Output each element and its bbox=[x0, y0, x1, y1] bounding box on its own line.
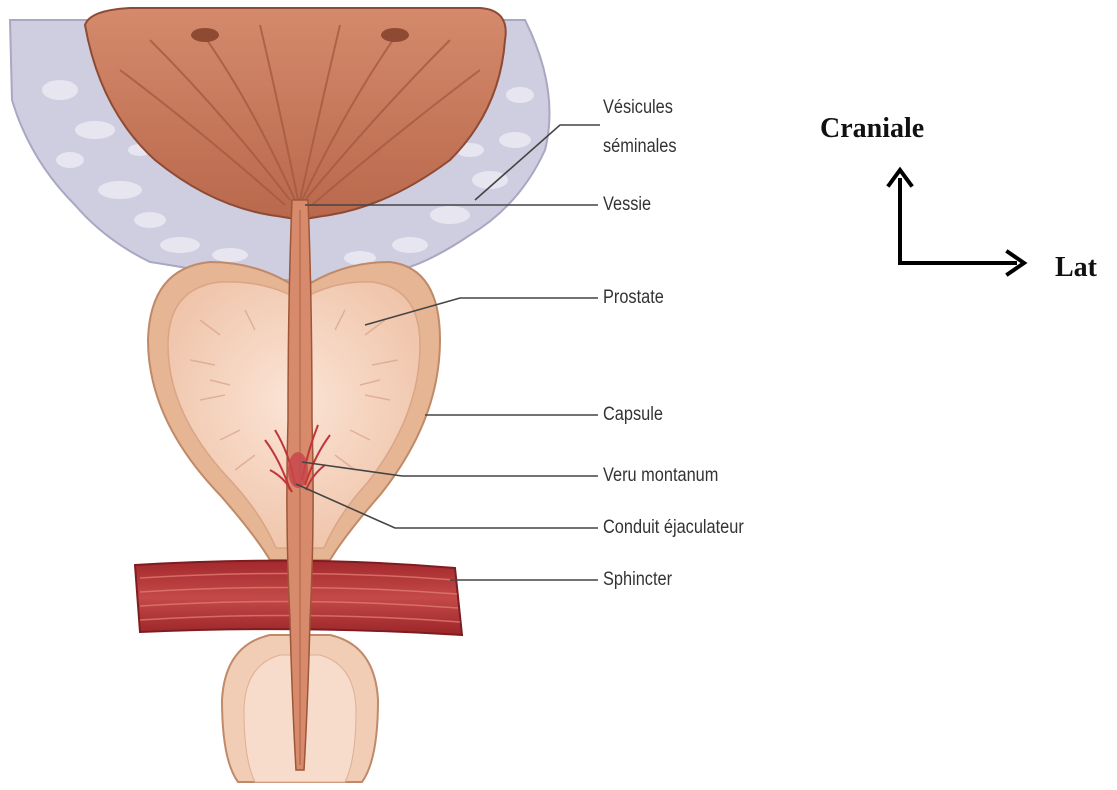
orientation-cranial-label: Craniale bbox=[820, 113, 924, 145]
label-conduit-ejaculateur: Conduit éjaculateur bbox=[603, 516, 744, 540]
label-vesicules-seminales-line2: séminales bbox=[603, 135, 677, 159]
ureteric-orifice-right bbox=[381, 28, 409, 42]
ureteric-orifice-left bbox=[191, 28, 219, 42]
label-prostate: Prostate bbox=[603, 286, 664, 310]
label-sphincter: Sphincter bbox=[603, 568, 672, 592]
label-vessie: Vessie bbox=[603, 193, 651, 217]
label-veru-montanum: Veru montanum bbox=[603, 464, 718, 488]
veru-montanum bbox=[288, 452, 308, 488]
label-vesicules-seminales-line1: Vésicules bbox=[603, 96, 673, 120]
label-capsule: Capsule bbox=[603, 403, 663, 427]
orientation-lateral-label: Lat bbox=[1055, 252, 1097, 284]
orientation-arrows bbox=[889, 170, 1024, 274]
